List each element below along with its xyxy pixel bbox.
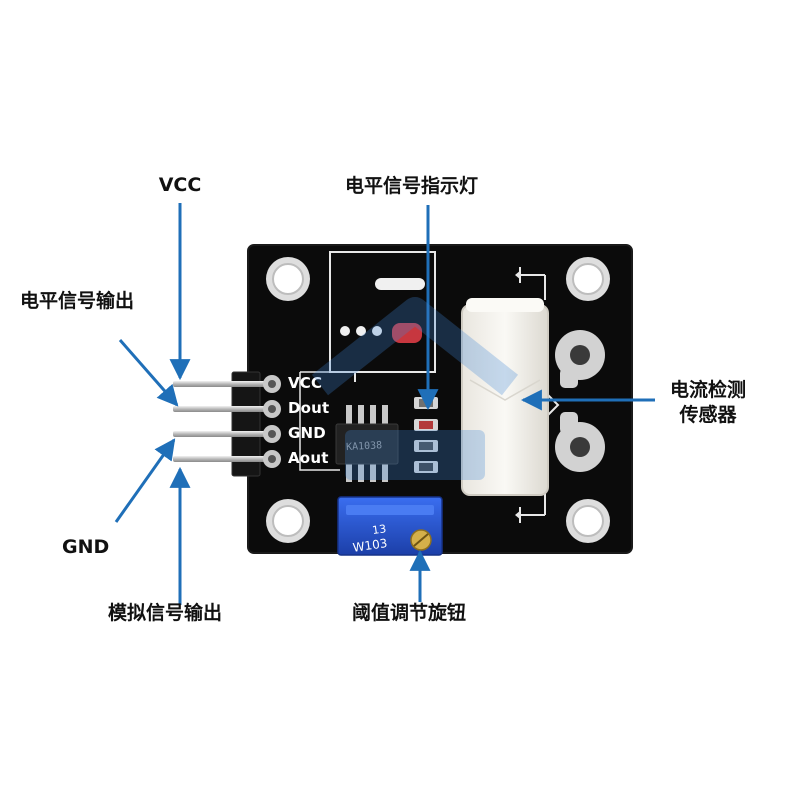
ic-chip: KA1038 — [335, 405, 399, 482]
current-terminal-pads — [555, 330, 605, 472]
arrow-gnd — [114, 438, 176, 523]
potentiometer-code: 13 — [371, 522, 387, 537]
pin-label-aout: Aout — [288, 449, 329, 467]
callout-current-sensor-line1: 电流检测 — [669, 379, 746, 401]
callout-gnd: GND — [62, 536, 110, 558]
chip-marking: KA1038 — [346, 440, 383, 453]
mounting-hole-bottom-right — [566, 499, 610, 543]
callout-indicator-led: 电平信号指示灯 — [345, 175, 479, 197]
header-pins — [173, 371, 281, 477]
callout-current-sensor: 电流检测 传感器 — [660, 378, 756, 427]
mounting-hole-top-right — [566, 257, 610, 301]
callout-vcc: VCC — [158, 174, 202, 196]
potentiometer-marking: W103 — [352, 536, 388, 555]
callout-analog-output: 模拟信号输出 — [108, 602, 223, 624]
potentiometer: W103 13 — [337, 496, 443, 556]
callout-arrows — [114, 203, 655, 605]
callout-threshold-knob: 阈值调节旋钮 — [352, 602, 467, 624]
current-sensor-body — [461, 298, 549, 496]
mounting-hole-bottom-left — [266, 499, 310, 543]
mounting-hole-top-left — [266, 257, 310, 301]
callout-level-output: 电平信号输出 — [20, 290, 135, 312]
mounting-holes — [266, 257, 610, 543]
pin-label-vcc: VCC — [288, 374, 323, 392]
callout-current-sensor-line2: 传感器 — [679, 403, 737, 426]
pin-label-gnd: GND — [288, 424, 326, 442]
pin-label-dout: Dout — [288, 399, 330, 417]
arrow-level-output — [118, 339, 179, 407]
